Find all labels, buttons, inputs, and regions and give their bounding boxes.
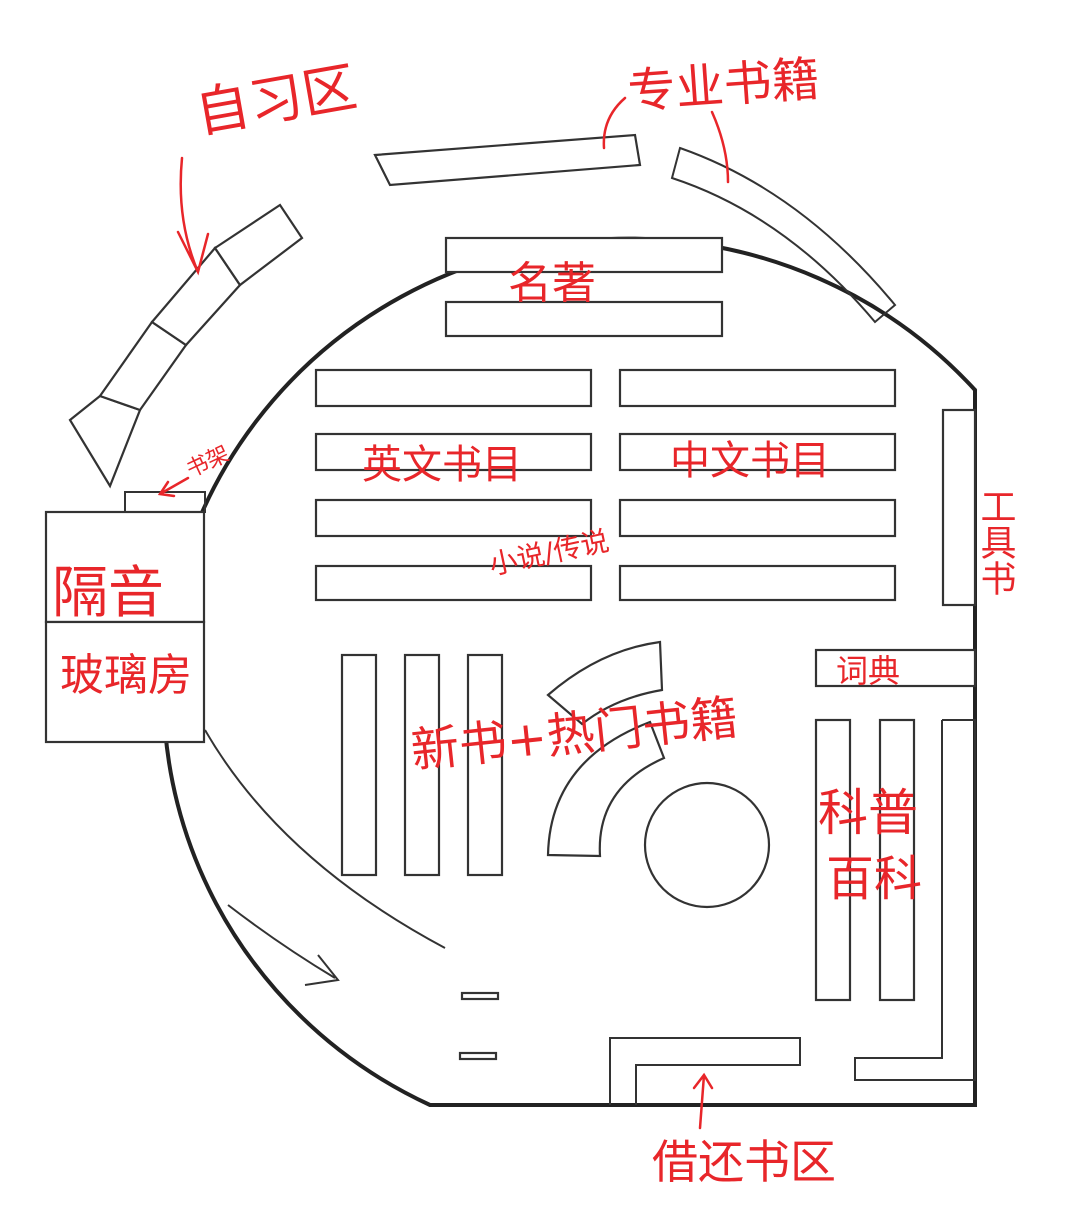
study-desk-4: [213, 203, 304, 287]
flow-arrow: [227, 904, 340, 986]
professional-books-shelf: [670, 146, 897, 324]
label-english-books: 英文书目: [362, 442, 522, 488]
label-famous-works: 名著: [508, 258, 596, 309]
english-shelf-2: [314, 432, 593, 472]
glass-room-lower: [44, 620, 206, 744]
glass-room-upper: [44, 510, 206, 624]
chinese-shelf-1: [618, 368, 897, 408]
science-wall-shelf: [854, 719, 976, 1081]
famous-shelf-2: [444, 300, 724, 338]
label-soundproof: 隔音: [52, 561, 164, 626]
study-desk-5: [373, 133, 642, 187]
borrow-return-arrow: [692, 1072, 714, 1130]
label-chinese-books: 中文书目: [670, 438, 830, 484]
entry-marker-1: [460, 991, 500, 1001]
chinese-shelf-4: [618, 564, 897, 602]
english-shelf-3: [314, 498, 593, 538]
outer-wall: [161, 236, 977, 1107]
label-encyclopedia: 百科: [826, 851, 922, 907]
dictionary-shelf: [814, 648, 977, 688]
curved-corridor-wall: [204, 729, 446, 949]
label-borrow-return: 借还书区: [652, 1135, 836, 1189]
label-dictionary: 词典: [836, 652, 900, 690]
tool-books-shelf: [941, 408, 977, 607]
chinese-shelf-2: [618, 432, 897, 472]
famous-shelf-1: [444, 236, 724, 274]
label-tool-books: 工具书: [975, 488, 1016, 596]
english-shelf-1: [314, 368, 593, 408]
label-glass-room: 玻璃房: [60, 650, 192, 701]
bookshelf-arrow: [157, 476, 190, 498]
glass-room: [44, 491, 206, 744]
professional-bracket-right: [710, 110, 730, 184]
new-book-shelf-3: [466, 653, 504, 877]
round-table: [643, 781, 771, 909]
english-shelf-4: [314, 564, 593, 602]
hot-book-curve-lower: [546, 720, 666, 858]
new-book-shelf-1: [340, 653, 378, 877]
study-desks: [68, 133, 642, 489]
chinese-shelf-3: [618, 498, 897, 538]
study-desk-1: [68, 394, 142, 489]
label-study-area: 自习区: [191, 55, 361, 145]
science-shelf-1: [814, 718, 852, 1002]
professional-bracket-left: [602, 96, 627, 150]
label-bookshelf: 书架: [183, 442, 233, 483]
new-book-shelf-2: [403, 653, 441, 877]
borrow-return-desk: [609, 1037, 801, 1105]
science-shelf-2: [878, 718, 916, 1002]
study-area-arrow: [176, 156, 210, 276]
label-professional-books: 专业书籍: [626, 51, 821, 120]
entry-marker-2: [458, 1051, 498, 1061]
hot-book-curve-upper: [546, 640, 664, 726]
label-popular-science: 科普: [818, 784, 918, 842]
